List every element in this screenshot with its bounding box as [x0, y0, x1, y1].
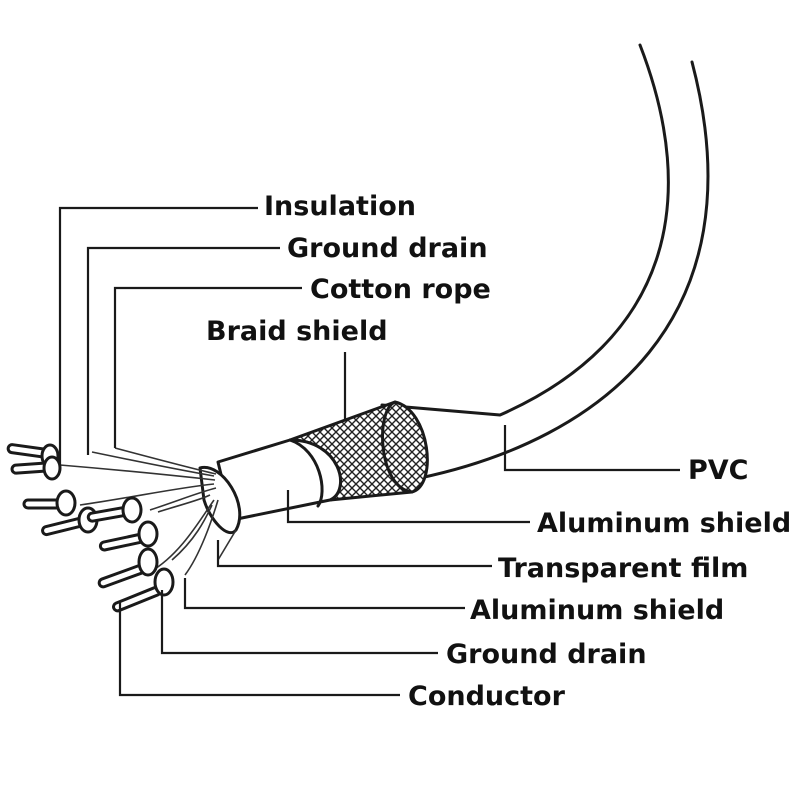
- label-cotton-rope: Cotton rope: [310, 274, 491, 305]
- pvc-jacket: [218, 43, 710, 520]
- label-aluminum-shield-outer: Aluminum shield: [537, 508, 791, 539]
- label-aluminum-shield-inner: Aluminum shield: [470, 595, 724, 626]
- label-transparent-film: Transparent film: [498, 553, 748, 584]
- label-insulation: Insulation: [264, 191, 416, 222]
- label-ground-drain-top: Ground drain: [287, 233, 488, 264]
- label-braid-shield: Braid shield: [206, 316, 388, 347]
- leader-lines: [58, 206, 680, 697]
- label-ground-drain-bottom: Ground drain: [446, 639, 647, 670]
- label-pvc: PVC: [688, 455, 749, 486]
- wire-bundle: [6, 443, 219, 613]
- wire-pair-3: [86, 496, 159, 552]
- label-conductor: Conductor: [408, 681, 566, 712]
- wire-pair-1: [6, 443, 62, 481]
- wire-pair-4: [97, 547, 175, 613]
- aluminum-shield-outer-layer: [216, 438, 343, 522]
- labels: Insulation Ground drain Cotton rope Brai…: [206, 191, 791, 712]
- wire-pair-2: [22, 489, 99, 537]
